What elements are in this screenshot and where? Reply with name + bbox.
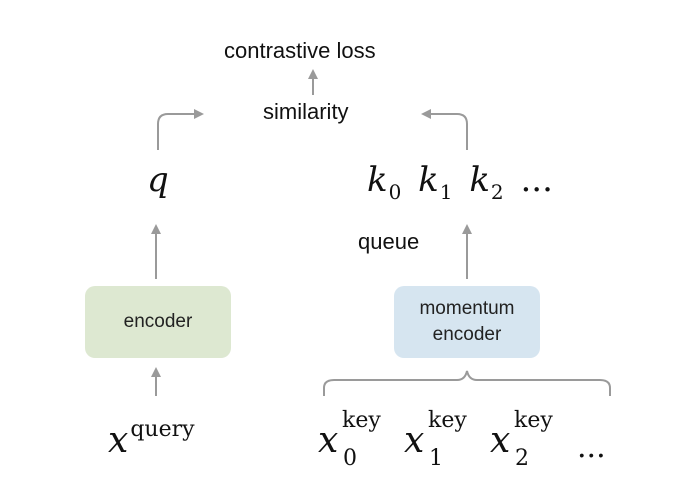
encoder-box: encoder — [85, 286, 231, 358]
key-inputs-ellipsis: ... — [577, 430, 606, 465]
encoder-label: encoder — [123, 311, 193, 332]
key-input-0: x key 0 — [318, 408, 381, 471]
momentum-encoder-box: momentum encoder — [394, 286, 540, 358]
key-inputs-brace — [323, 370, 611, 396]
key-input-2: x key 2 — [490, 408, 553, 471]
contrastive-loss-label: contrastive loss — [224, 38, 376, 63]
similarity-label: similarity — [263, 99, 349, 124]
query-vector-q: q — [147, 160, 169, 200]
key-k1: k1 — [418, 160, 453, 204]
key-k2: k2 — [469, 160, 504, 204]
key-k0: k0 — [367, 160, 402, 204]
momentum-encoder-label: momentum encoder — [419, 298, 515, 345]
query-input: xquery — [108, 417, 195, 461]
arrow-keys-to-similarity — [421, 109, 468, 150]
queue-label: queue — [358, 229, 420, 254]
keys-ellipsis: ... — [520, 160, 553, 200]
arrow-q-to-similarity — [157, 109, 204, 150]
key-vectors: k0 k1 k2 ... — [367, 160, 553, 204]
key-input-1: x key 1 — [404, 408, 467, 471]
